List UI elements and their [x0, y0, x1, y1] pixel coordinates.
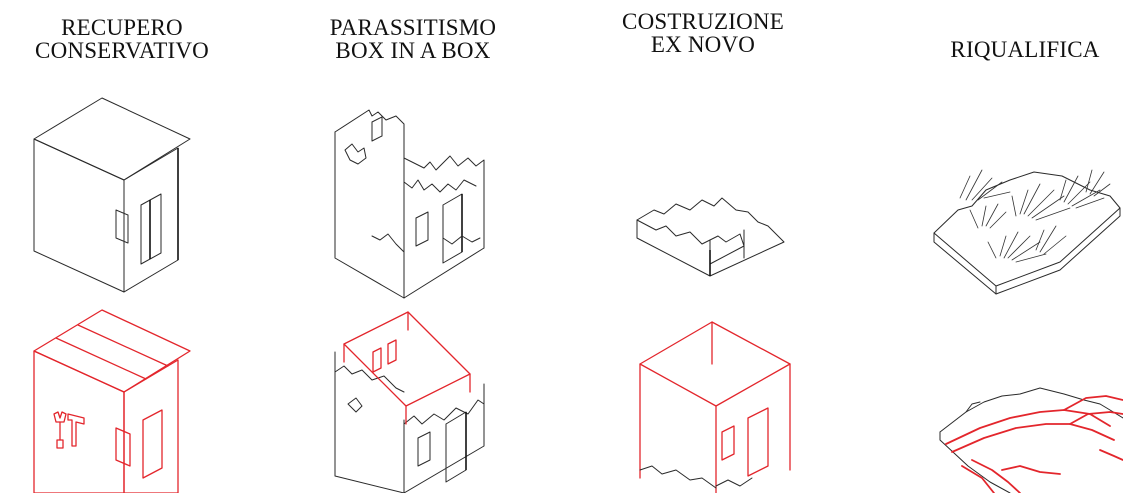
title-line-1: RECUPERO [61, 15, 183, 40]
existing-intact-box [33, 97, 191, 293]
title-parassitismo: PARASSITISMO BOX IN A BOX [330, 16, 496, 62]
title-riqualifica: RIQUALIFICA [950, 38, 1099, 61]
title-costruzione-ex-novo: COSTRUZIONE EX NOVO [622, 10, 784, 56]
existing-foundation-ruin [636, 197, 785, 277]
existing-grass-plot [933, 169, 1121, 295]
existing-ruined-box [334, 109, 485, 299]
title-line-2: BOX IN A BOX [335, 38, 491, 63]
intervention-new-building [639, 321, 791, 493]
title-line-1: PARASSITISMO [329, 15, 497, 40]
title-line-2: CONSERVATIVO [35, 38, 209, 63]
title-recupero-conservativo: RECUPERO CONSERVATIVO [35, 16, 209, 62]
title-line-2: EX NOVO [650, 32, 756, 57]
intervention-repaired-box [33, 309, 191, 493]
title-line-1: RIQUALIFICA [950, 37, 1100, 62]
title-line-1: COSTRUZIONE [622, 9, 784, 34]
wrench-hammer-icon [53, 411, 85, 449]
intervention-box-in-box [334, 311, 485, 493]
intervention-paths-plot [939, 387, 1123, 493]
